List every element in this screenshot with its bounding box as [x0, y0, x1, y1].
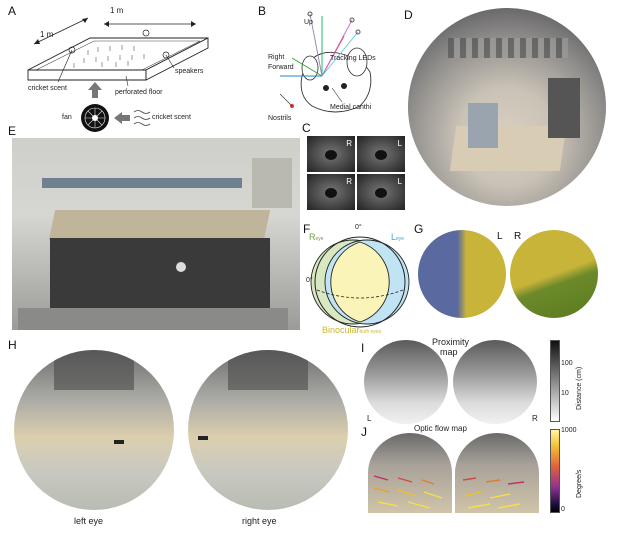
eye-image-r1: R — [307, 136, 355, 172]
proximity-title-line1: Proximity — [432, 337, 470, 347]
optic-flow-colorbar — [550, 429, 560, 513]
room-fisheye-photo — [408, 8, 606, 206]
eye-image-r2: R — [307, 174, 355, 210]
dimension-top-label: 1 m — [110, 6, 124, 15]
panel-label-f: F — [303, 222, 311, 236]
proximity-tick-100: 100 — [561, 360, 573, 367]
g-left-label: L — [497, 231, 503, 242]
fan-label: fan — [62, 114, 72, 121]
nostrils-label: Nostrils — [268, 115, 292, 122]
left-eye-caption: left eye — [74, 516, 104, 526]
fov-left-eye — [418, 230, 506, 318]
proximity-map-left — [364, 340, 448, 424]
optic-flow-tick-top: 1000 — [561, 427, 577, 434]
visual-field-diagram — [310, 236, 410, 328]
mouse-head-schematic — [279, 11, 372, 113]
proximity-title-line2: map — [440, 347, 458, 357]
tracking-leds-label: Tracking LEDs — [330, 55, 376, 62]
arena-photo — [12, 138, 300, 330]
cricket-scent-label-right: cricket scent — [152, 114, 191, 121]
dimension-left-label: 1 m — [40, 30, 54, 39]
optic-flow-vectors — [373, 475, 525, 509]
i-left-label: L — [367, 414, 372, 423]
optic-flow-title: Optic flow map — [414, 424, 467, 433]
optic-flow-right — [455, 433, 539, 513]
right-eye-view — [188, 350, 348, 510]
speakers-label: speakers — [175, 68, 204, 75]
axis-right-label: Right — [268, 54, 285, 61]
proximity-map-right — [453, 340, 537, 424]
axis-forward-label: Forward — [268, 64, 294, 71]
axis-up-label: Up — [304, 19, 313, 26]
panel-label-h: H — [8, 338, 17, 352]
degree-left-label: 0° — [306, 277, 313, 284]
panel-label-b: B — [258, 4, 267, 18]
proximity-colorbar — [550, 340, 560, 422]
l-eye-label: Leye — [391, 232, 405, 242]
optic-flow-colorbar-label: Degree/s — [576, 469, 583, 498]
panel-label-c: C — [302, 121, 311, 135]
perforated-floor-label: perforated floor — [115, 89, 163, 96]
binocular-label: Binocularboth eyes — [322, 325, 382, 335]
r-eye-label: Reye — [309, 232, 324, 242]
eye-image-l1: L — [357, 136, 405, 172]
proximity-colorbar-label: Distance (cm) — [576, 366, 583, 410]
right-eye-caption: right eye — [242, 516, 277, 526]
cricket-scent-label-left: cricket scent — [28, 85, 67, 92]
i-right-label: R — [532, 414, 538, 423]
panel-label-a: A — [8, 4, 17, 18]
eye-image-l2: L — [357, 174, 405, 210]
panel-label-j: J — [361, 425, 367, 439]
panel-label-e: E — [8, 124, 17, 138]
proximity-tick-10: 10 — [561, 390, 569, 397]
arena-schematic — [27, 17, 209, 132]
optic-flow-left — [368, 433, 452, 513]
g-right-label: R — [514, 231, 522, 242]
panel-label-i: I — [361, 341, 365, 355]
optic-flow-tick-bottom: 0 — [561, 506, 565, 513]
fov-right-eye — [510, 230, 598, 318]
degree-top-label: 0° — [355, 224, 362, 231]
left-eye-view — [14, 350, 174, 510]
medial-canthi-label: Medial canthi — [330, 104, 372, 111]
panel-label-d: D — [404, 8, 413, 22]
panel-label-g: G — [414, 222, 424, 236]
